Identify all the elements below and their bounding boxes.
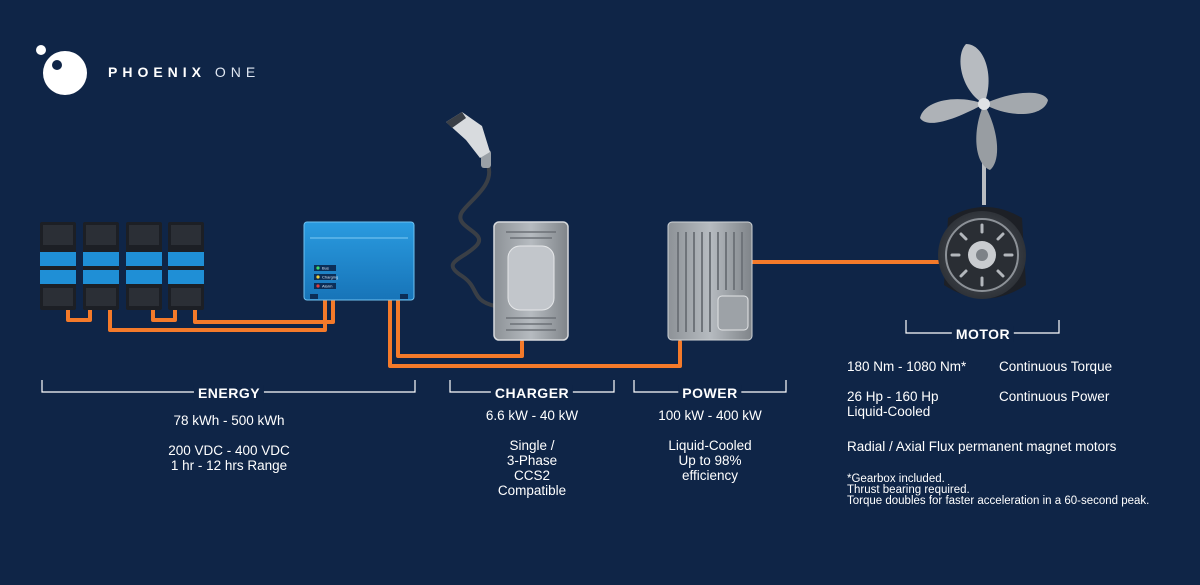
motor-torque-value: 180 Nm - 1080 Nm* [847,359,967,374]
charger-title: CHARGER [490,385,574,401]
charging-plug-icon [446,112,497,308]
charger-line-4: Compatible [497,483,567,498]
brand-wordmark: PHOENIX ONE [108,64,260,80]
motor-types: Radial / Axial Flux permanent magnet mot… [847,439,1117,454]
charger-line-2: 3-Phase [506,453,558,468]
led-label-bus: Bus [322,266,329,271]
control-panel: Bus Charging Alarm [303,221,415,301]
motor-icon [938,207,1026,299]
cable-lines [66,260,947,368]
motor-torque-label: Continuous Torque [999,359,1113,374]
power-title: POWER [678,385,742,401]
motor-note-1: *Gearbox included. [847,473,945,485]
charger-line-3: CCS2 [513,468,551,483]
motor-note-2: Thrust bearing required. [847,484,970,496]
charger-unit [493,221,569,341]
motor-note-3: Torque doubles for faster acceleration i… [847,495,1150,507]
charger-power: 6.6 kW - 40 kW [485,408,579,423]
logo-icon [36,45,87,95]
propeller-icon [920,44,1048,205]
brand-name-bold: PHOENIX [108,64,207,80]
inverter-unit [667,221,753,341]
power-line-2: Up to 98% [678,453,742,468]
battery-modules [40,222,204,310]
motor-title: MOTOR [951,326,1015,342]
power-line-3: efficiency [681,468,739,483]
motor-hp-value: 26 Hp - 160 Hp [847,389,939,404]
charger-line-1: Single / [509,438,555,453]
energy-voltage: 200 VDC - 400 VDC [168,443,290,458]
led-label-charging: Charging [322,275,338,280]
brand-name-light: ONE [214,64,261,80]
motor-hp-label: Continuous Power [999,389,1110,404]
energy-capacity: 78 kWh - 500 kWh [173,413,285,428]
energy-title: ENERGY [193,385,265,401]
energy-range: 1 hr - 12 hrs Range [170,458,288,473]
motor-cooling: Liquid-Cooled [847,404,931,419]
power-line-1: Liquid-Cooled [668,438,752,453]
led-label-alarm: Alarm [322,284,333,289]
power-rating: 100 kW - 400 kW [658,408,762,423]
